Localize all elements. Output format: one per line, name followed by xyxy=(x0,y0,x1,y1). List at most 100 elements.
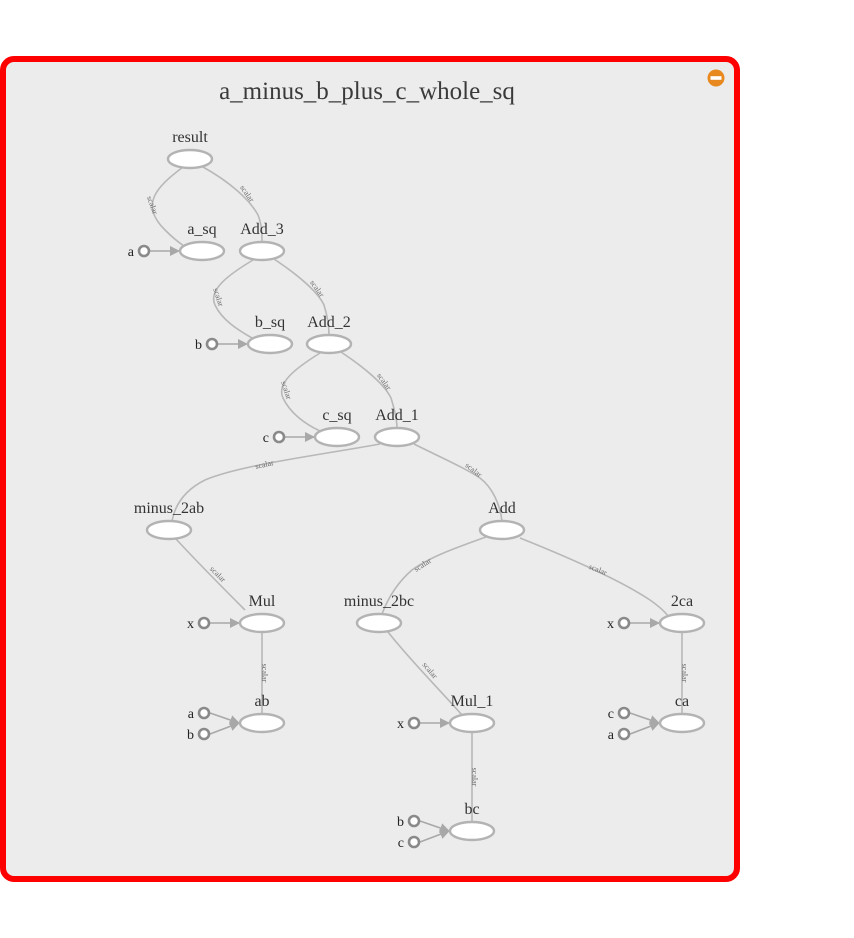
node-2ca[interactable]: 2ca xyxy=(658,593,706,634)
edge-label: scalar xyxy=(145,195,160,216)
edges-layer: scalar scalar scalar scalar scalar scalar scal… xyxy=(145,166,689,822)
node-ellipse[interactable] xyxy=(658,712,706,734)
input-port-a[interactable] xyxy=(137,244,151,258)
node-label: minus_2bc xyxy=(344,593,414,610)
input-port-c[interactable] xyxy=(407,835,421,849)
node-ellipse[interactable] xyxy=(305,333,353,355)
node-ellipse[interactable] xyxy=(246,333,294,355)
input-label-b: b xyxy=(397,815,404,830)
node-label: ab xyxy=(254,693,269,710)
input-label-a: a xyxy=(188,707,195,722)
input-edge-c-to-bc xyxy=(419,829,450,843)
node-label: ca xyxy=(675,693,689,710)
node-label: minus_2ab xyxy=(134,500,204,517)
edge-Add_2-to-Add_1 xyxy=(340,351,398,429)
input-edge-a-to-ab xyxy=(209,712,240,725)
node-Add[interactable]: Add xyxy=(478,500,526,541)
edge-Add_1-to-minus_2ab xyxy=(171,443,381,522)
node-ab[interactable]: ab xyxy=(238,693,286,734)
graph-title: a_minus_b_plus_c_whole_sq xyxy=(219,78,515,105)
node-ca[interactable]: ca xyxy=(658,693,706,734)
edge-label: scalar xyxy=(420,660,439,680)
input-label-x: x xyxy=(187,617,194,632)
edge-label: scalar xyxy=(260,664,269,683)
collapse-button[interactable] xyxy=(707,69,725,87)
edge-Add_1-to-Add xyxy=(413,443,503,522)
node-ellipse[interactable] xyxy=(145,519,193,541)
node-minus_2bc[interactable]: minus_2bc xyxy=(344,593,414,634)
node-b_sq[interactable]: b_sq xyxy=(246,314,294,355)
node-Mul[interactable]: Mul xyxy=(238,593,286,634)
node-label: 2ca xyxy=(671,593,693,610)
edge-Add-to-2ca xyxy=(519,537,669,617)
edge-label: scalar xyxy=(680,664,689,683)
node-ellipse[interactable] xyxy=(178,240,226,262)
input-label-c: c xyxy=(398,836,404,851)
node-result[interactable]: result xyxy=(166,129,214,170)
node-c_sq[interactable]: c_sq xyxy=(313,407,361,448)
input-port-b[interactable] xyxy=(197,727,211,741)
edge-Add_3-to-b_sq xyxy=(212,259,254,339)
edge-minus_2bc-to-Mul_1 xyxy=(387,631,463,716)
input-edge-b-to-bc xyxy=(419,820,450,833)
node-label: Add_2 xyxy=(307,314,351,331)
edge-label: scalar xyxy=(470,768,479,787)
input-label-a: a xyxy=(128,245,135,260)
edge-Add-to-minus_2bc xyxy=(381,536,487,615)
edge-minus_2ab-to-Mul xyxy=(175,538,246,611)
node-ellipse[interactable] xyxy=(448,820,496,842)
input-label-x: x xyxy=(397,717,404,732)
node-Mul_1[interactable]: Mul_1 xyxy=(448,693,496,734)
node-ellipse[interactable] xyxy=(658,612,706,634)
nodes-layer: result a_sq Add_3 b_sq Add_2 c_sq Add_1 minus_2… xyxy=(134,129,706,842)
edge-Add_2-to-c_sq xyxy=(280,352,321,432)
node-label: Mul_1 xyxy=(451,693,494,710)
node-minus_2ab[interactable]: minus_2ab xyxy=(134,500,204,541)
input-edge-b-to-ab xyxy=(209,721,240,735)
input-port-a[interactable] xyxy=(197,706,211,720)
input-edge-a-to-ca xyxy=(629,721,660,735)
edge-label: scalar xyxy=(254,458,275,471)
node-ellipse[interactable] xyxy=(478,519,526,541)
node-ellipse[interactable] xyxy=(166,148,214,170)
edge-result-to-a_sq xyxy=(151,166,185,247)
input-label-c: c xyxy=(608,707,614,722)
node-label: Add xyxy=(488,500,516,517)
node-ellipse[interactable] xyxy=(448,712,496,734)
node-Add_1[interactable]: Add_1 xyxy=(373,407,421,448)
input-label-a: a xyxy=(608,728,615,743)
input-label-b: b xyxy=(187,728,194,743)
node-label: Add_1 xyxy=(375,407,419,424)
node-ellipse[interactable] xyxy=(238,712,286,734)
node-bc[interactable]: bc xyxy=(448,801,496,842)
input-label-b: b xyxy=(195,338,202,353)
node-label: b_sq xyxy=(255,314,285,331)
node-Add_2[interactable]: Add_2 xyxy=(305,314,353,355)
node-label: Add_3 xyxy=(240,221,284,238)
node-ellipse[interactable] xyxy=(373,426,421,448)
node-label: result xyxy=(172,129,208,146)
node-ellipse[interactable] xyxy=(238,240,286,262)
input-port-c[interactable] xyxy=(617,706,631,720)
edge-label: scalar xyxy=(463,461,484,480)
node-label: a_sq xyxy=(187,221,216,238)
input-port-a[interactable] xyxy=(617,727,631,741)
edge-label: scalar xyxy=(588,562,609,577)
input-label-c: c xyxy=(263,431,269,446)
input-port-x[interactable] xyxy=(407,716,421,730)
input-port-c[interactable] xyxy=(272,430,286,444)
node-ellipse[interactable] xyxy=(355,612,403,634)
input-port-b[interactable] xyxy=(407,814,421,828)
node-Add_3[interactable]: Add_3 xyxy=(238,221,286,262)
node-a_sq[interactable]: a_sq xyxy=(178,221,226,262)
node-ellipse[interactable] xyxy=(313,426,361,448)
minus-bar xyxy=(710,76,722,80)
input-edge-c-to-ca xyxy=(629,712,660,725)
node-ellipse[interactable] xyxy=(238,612,286,634)
input-port-x[interactable] xyxy=(617,616,631,630)
input-port-b[interactable] xyxy=(205,337,219,351)
input-port-x[interactable] xyxy=(197,616,211,630)
edge-Add_3-to-Add_2 xyxy=(273,258,330,336)
